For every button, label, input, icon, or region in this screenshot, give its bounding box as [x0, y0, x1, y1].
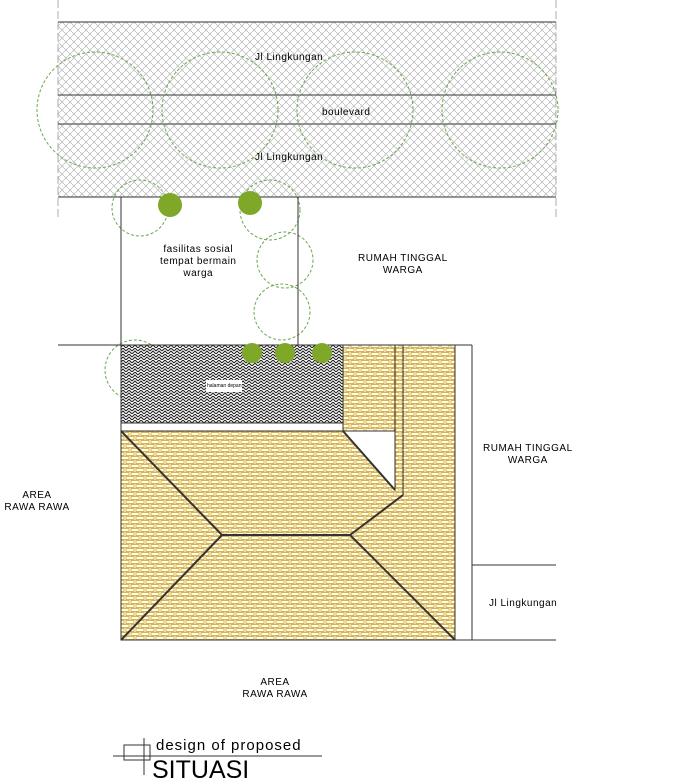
road-top-label: Jl Lingkungan — [255, 52, 324, 63]
shrub-icon — [158, 193, 182, 217]
tree-icon — [256, 231, 314, 289]
residence-label-line: WARGA — [507, 455, 548, 466]
residence-label-line: WARGA — [382, 265, 423, 276]
swamp-label-line: RAWA RAWA — [242, 689, 308, 700]
tree-icon — [253, 283, 311, 341]
roof-plan — [120, 344, 456, 641]
residence-top-label: RUMAH TINGGAL WARGA — [358, 253, 448, 277]
swamp-label-line: AREA — [22, 490, 52, 501]
boulevard-trees — [36, 51, 559, 401]
road-middle-label: Jl Lingkungan — [255, 152, 324, 163]
residence-label-line: RUMAH TINGGAL — [483, 443, 573, 454]
road-band — [57, 0, 557, 220]
tree-icon — [36, 51, 154, 169]
swamp-label-line: RAWA RAWA — [4, 502, 70, 513]
front-yard-label: halaman depan — [206, 380, 243, 392]
tree-icon — [296, 51, 414, 169]
drawing-title: SITUASI — [152, 756, 250, 784]
shrubs — [158, 191, 332, 363]
boulevard-label: boulevard — [322, 107, 371, 118]
road-right-label: Jl Lingkungan — [489, 598, 558, 609]
tree-icon — [441, 51, 559, 169]
facility-label-line: fasilitas sosial — [163, 244, 234, 255]
shrub-icon — [238, 191, 262, 215]
facility-label-line: warga — [183, 268, 214, 279]
title-block-symbol — [113, 738, 322, 775]
tree-icon — [161, 51, 279, 169]
residence-right-label: RUMAH TINGGAL WARGA — [483, 443, 573, 467]
swamp-bottom-label: AREA RAWA RAWA — [240, 677, 310, 701]
swamp-label-line: AREA — [260, 677, 290, 688]
swamp-left-label: AREA RAWA RAWA — [0, 490, 74, 514]
tree-icon — [239, 179, 301, 241]
shrub-icon — [242, 343, 262, 363]
facility-label-line: tempat bermain — [160, 256, 237, 267]
drawing-subtitle: design of proposed — [156, 737, 302, 754]
shrub-icon — [275, 343, 295, 363]
shrub-icon — [312, 343, 332, 363]
facility-label: fasilitas sosial tempat bermain warga — [160, 244, 236, 280]
residence-label-line: RUMAH TINGGAL — [358, 253, 448, 264]
